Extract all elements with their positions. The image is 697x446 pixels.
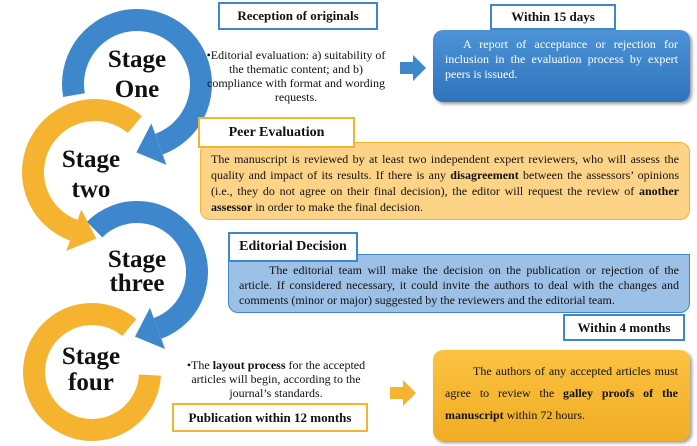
- right-arrow-icon: [400, 55, 426, 81]
- stage-number: One: [114, 76, 160, 103]
- peer-text: between the assessors’ opinions (i.e., t…: [211, 168, 679, 198]
- reception-label: Reception of originals: [218, 2, 378, 30]
- publication-deadline-label: Publication within 12 months: [172, 403, 368, 432]
- within-4-months-label: Within 4 months: [563, 314, 685, 341]
- peer-evaluation-box: The manuscript is reviewed by at least t…: [200, 142, 690, 220]
- galley-proofs-box: The authors of any accepted articles mus…: [433, 350, 690, 441]
- stage-one-arc-arrowhead-icon: [136, 123, 167, 165]
- stage-three-arc-arrowhead-icon: [134, 307, 166, 350]
- proofs-text: within 72 hours.: [503, 408, 586, 422]
- peer-text: in order to make the final decision.: [252, 200, 423, 214]
- peer-text-bold: another assessor: [211, 184, 679, 214]
- stage-two-arc: [22, 99, 142, 241]
- stage-two-title: Stage two: [36, 145, 146, 205]
- right-arrow-icon: [390, 380, 416, 406]
- stage-one-arc: [62, 9, 212, 155]
- stage-word: Stage: [61, 146, 121, 173]
- editorial-decision-box: The editorial team will make the decisio…: [228, 254, 690, 313]
- editorial-decision-label: Editorial Decision: [228, 232, 358, 262]
- stage-word: Stage: [107, 246, 167, 273]
- stage-four-arc: [23, 303, 161, 441]
- stage-word: Stage: [107, 46, 167, 73]
- stage-word: Stage: [61, 343, 121, 370]
- layout-text: for the accepted articles will begin, ac…: [191, 358, 366, 400]
- proofs-text-bold: galley proofs of the manuscript: [445, 386, 678, 422]
- layout-process-text: •The layout process for the accepted art…: [170, 358, 382, 400]
- proofs-text: The authors of any accepted articles mus…: [445, 364, 678, 400]
- stage-number: three: [109, 270, 165, 297]
- editorial-evaluation-text: •Editorial evaluation: a) suitability of…: [206, 48, 386, 104]
- stage-two-arc-arrowhead-icon: [66, 209, 97, 251]
- peer-text-bold: disagreement: [450, 168, 519, 182]
- layout-text-bold: layout process: [212, 358, 286, 372]
- peer-evaluation-label: Peer Evaluation: [198, 117, 355, 148]
- layout-text: •The: [186, 358, 213, 372]
- stage-three-arc: [86, 201, 208, 339]
- within-15-days-label: Within 15 days: [490, 4, 616, 30]
- stage-number: two: [71, 176, 111, 203]
- stage-number: four: [68, 369, 114, 396]
- report-box: A report of acceptance or rejection for …: [433, 30, 690, 102]
- peer-text: The manuscript is reviewed by at least t…: [211, 152, 679, 182]
